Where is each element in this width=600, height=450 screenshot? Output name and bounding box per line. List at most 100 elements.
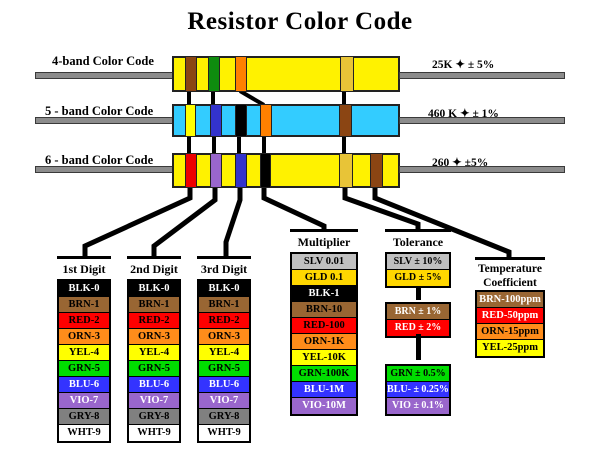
table-header: 1st Digit <box>57 259 111 279</box>
table-row: GRN-5 <box>59 361 109 377</box>
table-row: YEL-4 <box>59 345 109 361</box>
table-row: RED-2 <box>129 313 179 329</box>
resistor-6band-value: 260 ✦ ±5% <box>432 157 489 169</box>
table-row: BRN-10 <box>292 302 356 318</box>
resistor-6band-lead-left <box>35 166 173 173</box>
table-row: VIO-7 <box>129 393 179 409</box>
table-row: RED-2 <box>59 313 109 329</box>
table-row: BRN-100ppm <box>477 292 543 308</box>
blue-band <box>210 105 222 136</box>
table-row: BLK-0 <box>59 281 109 297</box>
orange-band <box>235 57 247 91</box>
table-row: SLV 0.01 <box>292 254 356 270</box>
table-rows: BRN ± 1%RED ± 2% <box>385 302 451 338</box>
table-header: Temperature Coefficient <box>475 260 545 290</box>
tolerance-connector-segment <box>415 334 421 360</box>
resistor-5band-lead-left <box>35 117 173 124</box>
brown-band <box>185 57 197 91</box>
table-row: RED-2 <box>199 313 249 329</box>
table-row: WHT-9 <box>59 425 109 441</box>
black-band <box>260 154 271 187</box>
table-row: ORN-15ppm <box>477 324 543 340</box>
table-row: VIO-7 <box>59 393 109 409</box>
resistor-4band-lead-left <box>35 72 173 79</box>
black-band <box>235 105 247 136</box>
table-row: YEL-4 <box>199 345 249 361</box>
table-row: BRN-1 <box>59 297 109 313</box>
yellow-band <box>185 105 196 136</box>
table-row: VIO-7 <box>199 393 249 409</box>
table-top-bar <box>127 256 181 259</box>
table-header-line2: Coefficient <box>483 277 537 289</box>
table-header: Multiplier <box>290 232 358 252</box>
green-band <box>208 57 220 91</box>
table-row: GRN-5 <box>199 361 249 377</box>
table-row: BLK-0 <box>129 281 179 297</box>
brown-band <box>339 105 352 136</box>
table-row: BLU-1M <box>292 382 356 398</box>
table-row: BLU-6 <box>129 377 179 393</box>
resistor-6band-body <box>172 153 400 188</box>
table-rows: GRN ± 0.5%BLU- ± 0.25%VIO ± 0.1% <box>385 364 451 416</box>
table-row: WHT-9 <box>199 425 249 441</box>
table-row: WHT-9 <box>129 425 179 441</box>
tolerance-connector-segment <box>415 286 421 300</box>
table-row: GRN-5 <box>129 361 179 377</box>
table-row: BLU- ± 0.25% <box>387 382 449 398</box>
violet-band <box>210 154 222 187</box>
table-row: YEL-25ppm <box>477 340 543 356</box>
table-row: GLD ± 5% <box>387 270 449 286</box>
table-top-bar <box>385 229 451 232</box>
table-top-bar <box>197 256 251 259</box>
table-top-bar <box>475 257 545 260</box>
table-header: 3rd Digit <box>197 259 251 279</box>
gold-band <box>339 154 353 187</box>
table-row: BRN-1 <box>199 297 249 313</box>
table-row: VIO ± 0.1% <box>387 398 449 414</box>
resistor-4band-value: 25K ✦ ± 5% <box>432 59 495 71</box>
table-row: GLD 0.1 <box>292 270 356 286</box>
table-row: ORN-1K <box>292 334 356 350</box>
resistor-6band-lead-right <box>399 166 565 173</box>
gold-band <box>340 57 354 91</box>
table-row: GRY-8 <box>199 409 249 425</box>
orange-band <box>260 105 272 136</box>
blue-band <box>235 154 247 187</box>
brown-band <box>370 154 383 187</box>
table-row: RED-50ppm <box>477 308 543 324</box>
table-row: ORN-3 <box>59 329 109 345</box>
table-row: VIO-10M <box>292 398 356 414</box>
resistor-6band-label: 6 - band Color Code <box>45 153 154 167</box>
resistor-5band-value: 460 K ✦ ± 1% <box>428 108 499 120</box>
table-row: RED ± 2% <box>387 320 449 336</box>
table-row: BLK-0 <box>199 281 249 297</box>
table-row: RED-100 <box>292 318 356 334</box>
red-band <box>185 154 197 187</box>
table-row: GRY-8 <box>129 409 179 425</box>
table-row: ORN-3 <box>199 329 249 345</box>
table-rows: SLV ± 10%GLD ± 5% <box>385 252 451 288</box>
page-title: Resistor Color Code <box>187 8 413 35</box>
table-row: BLU-6 <box>59 377 109 393</box>
resistor-5band-label: 5 - band Color Code <box>45 104 154 118</box>
table-header: 2nd Digit <box>127 259 181 279</box>
table-header: Tolerance <box>385 232 451 252</box>
resistor-4band-label: 4-band Color Code <box>52 54 154 68</box>
table-row: YEL-10K <box>292 350 356 366</box>
table-row: GRY-8 <box>59 409 109 425</box>
table-tolerance: Tolerance SLV ± 10%GLD ± 5% BRN ± 1%RED … <box>385 229 451 416</box>
table-top-bar <box>57 256 111 259</box>
table-row: SLV ± 10% <box>387 254 449 270</box>
table-row: BRN ± 1% <box>387 304 449 320</box>
resistor-4band-lead-right <box>399 72 565 79</box>
table-header-line1: Temperature <box>478 263 542 275</box>
